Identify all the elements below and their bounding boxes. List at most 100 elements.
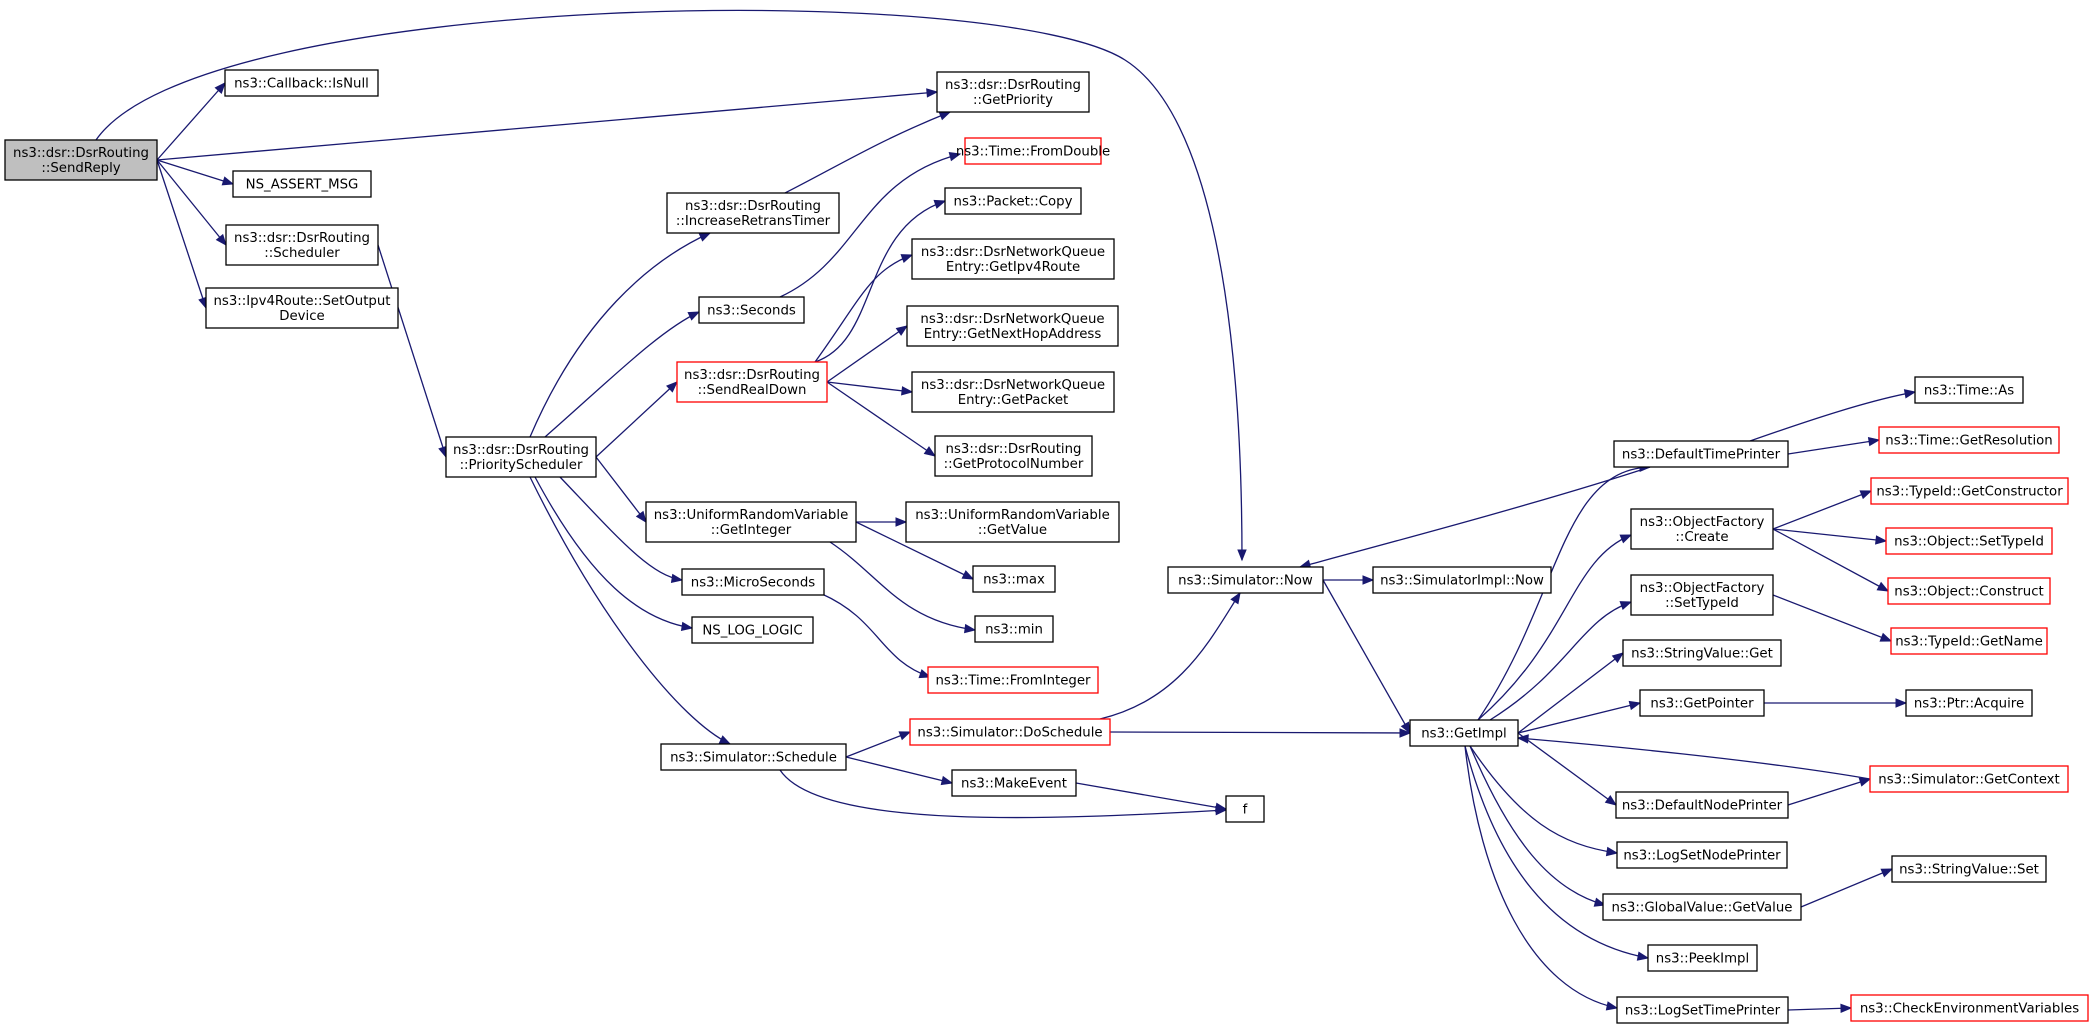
node-min[interactable]: ns3::min bbox=[974, 615, 1054, 643]
node-box bbox=[951, 769, 1077, 797]
node-defnodeprinter[interactable]: ns3::DefaultNodePrinter bbox=[1615, 791, 1789, 819]
node-getpointer[interactable]: ns3::GetPointer bbox=[1639, 689, 1765, 717]
node-getpacket[interactable]: ns3::dsr::DsrNetworkQueueEntry::GetPacke… bbox=[911, 371, 1115, 413]
edge-increaseretrans-to-getpriority bbox=[784, 111, 952, 194]
node-getpriority[interactable]: ns3::dsr::DsrRouting::GetPriority bbox=[936, 71, 1090, 113]
edge-line bbox=[779, 769, 1227, 819]
node-label: Device bbox=[279, 309, 324, 324]
node-urvgetvalue[interactable]: ns3::UniformRandomVariable::GetValue bbox=[905, 501, 1120, 543]
edge-line bbox=[826, 325, 908, 383]
node-checkenv[interactable]: ns3::CheckEnvironmentVariables bbox=[1850, 994, 2089, 1022]
node-increaseretrans[interactable]: ns3::dsr::DsrRouting::IncreaseRetransTim… bbox=[666, 192, 840, 234]
edge-line bbox=[779, 153, 961, 298]
node-box bbox=[681, 568, 825, 596]
node-label: ns3::Time::FromDouble bbox=[956, 145, 1110, 160]
node-box bbox=[911, 371, 1115, 413]
edge-line bbox=[156, 159, 227, 246]
arrowhead bbox=[687, 311, 701, 321]
node-label: ns3::Time::As bbox=[1924, 384, 2014, 399]
node-box bbox=[666, 192, 840, 234]
node-getconstructor[interactable]: ns3::TypeId::GetConstructor bbox=[1870, 477, 2069, 505]
arrowhead bbox=[1605, 846, 1619, 857]
node-getnexthop[interactable]: ns3::dsr::DsrNetworkQueueEntry::GetNextH… bbox=[906, 305, 1119, 347]
node-scheduler[interactable]: ns3::dsr::DsrRouting::Scheduler bbox=[225, 224, 379, 266]
node-label: ns3::dsr::DsrRouting bbox=[684, 368, 820, 383]
node-objsettypeid[interactable]: ns3::Object::SetTypeId bbox=[1885, 527, 2053, 555]
edge-line bbox=[1517, 732, 1617, 806]
node-label: ns3::ObjectFactory bbox=[1640, 515, 1765, 530]
edge-defnodeprinter-to-simgetcontext bbox=[1787, 777, 1872, 806]
node-box bbox=[660, 743, 847, 771]
node-frominteger[interactable]: ns3::Time::FromInteger bbox=[927, 666, 1099, 694]
node-label: ::SendReply bbox=[41, 161, 120, 176]
node-urvgetinteger[interactable]: ns3::UniformRandomVariable::GetInteger bbox=[645, 501, 857, 543]
node-simnow[interactable]: ns3::Simulator::Now bbox=[1167, 566, 1324, 594]
node-logsetnodeprinter[interactable]: ns3::LogSetNodePrinter bbox=[1616, 841, 1788, 869]
node-peekimpl[interactable]: ns3::PeekImpl bbox=[1647, 944, 1758, 972]
node-deftimeprinter[interactable]: ns3::DefaultTimePrinter bbox=[1613, 440, 1789, 468]
node-box bbox=[1914, 376, 2024, 404]
node-box bbox=[1225, 795, 1265, 823]
node-gvgetvalue[interactable]: ns3::GlobalValue::GetValue bbox=[1602, 893, 1802, 921]
node-stringvalueget[interactable]: ns3::StringValue::Get bbox=[1622, 639, 1782, 667]
node-box bbox=[691, 616, 814, 644]
node-box bbox=[927, 666, 1099, 694]
edge-sendrealdown-to-getpacket bbox=[826, 381, 914, 396]
node-doschedule[interactable]: ns3::Simulator::DoSchedule bbox=[909, 718, 1111, 746]
node-makeevent[interactable]: ns3::MakeEvent bbox=[951, 769, 1077, 797]
node-max[interactable]: ns3::max bbox=[972, 565, 1056, 593]
edge-simschedule-to-makeevent bbox=[845, 756, 954, 786]
node-getprotocol[interactable]: ns3::dsr::DsrRouting::GetProtocolNumber bbox=[934, 435, 1093, 477]
node-prioritysched[interactable]: ns3::dsr::DsrRouting::PriorityScheduler bbox=[445, 436, 597, 478]
node-simgetcontext[interactable]: ns3::Simulator::GetContext bbox=[1869, 765, 2069, 793]
node-ptracquire[interactable]: ns3::Ptr::Acquire bbox=[1905, 689, 2033, 717]
arrowhead bbox=[940, 775, 954, 786]
node-label: ns3::Seconds bbox=[707, 304, 796, 319]
node-assertmsg[interactable]: NS_ASSERT_MSG bbox=[232, 170, 372, 198]
edge-line bbox=[544, 311, 700, 438]
node-label: ns3::TypeId::GetName bbox=[1895, 635, 2043, 650]
node-logsettimeprinter[interactable]: ns3::LogSetTimePrinter bbox=[1616, 996, 1789, 1024]
arrowhead bbox=[1628, 700, 1642, 711]
node-cbisnull[interactable]: ns3::Callback::IsNull bbox=[224, 69, 379, 97]
node-sendrealdown[interactable]: ns3::dsr::DsrRouting::SendRealDown bbox=[676, 361, 828, 403]
edge-scheduler-to-prioritysched bbox=[377, 244, 448, 459]
node-label: NS_LOG_LOGIC bbox=[702, 624, 802, 639]
arrowhead bbox=[1840, 1003, 1853, 1014]
node-objfactsettypeid[interactable]: ns3::ObjectFactory::SetTypeId bbox=[1630, 574, 1774, 616]
edge-prioritysched-to-urvgetinteger bbox=[595, 456, 647, 524]
node-box bbox=[909, 718, 1111, 746]
edge-line bbox=[1469, 745, 1606, 906]
edge-sendreply-to-simnow bbox=[95, 9, 1247, 562]
node-nsloglogic[interactable]: NS_LOG_LOGIC bbox=[691, 616, 814, 644]
node-simschedule[interactable]: ns3::Simulator::Schedule bbox=[660, 743, 847, 771]
edge-line bbox=[1299, 466, 1651, 568]
arrowhead bbox=[215, 233, 227, 247]
node-objfactcreate[interactable]: ns3::ObjectFactory::Create bbox=[1630, 508, 1774, 550]
node-simimplnow[interactable]: ns3::SimulatorImpl::Now bbox=[1372, 566, 1552, 594]
arrowhead bbox=[1903, 389, 1917, 399]
node-timeas[interactable]: ns3::Time::As bbox=[1914, 376, 2024, 404]
node-fromdouble[interactable]: ns3::Time::FromDouble bbox=[956, 137, 1110, 165]
node-getipv4route[interactable]: ns3::dsr::DsrNetworkQueueEntry::GetIpv4R… bbox=[911, 238, 1115, 280]
arrowhead bbox=[1604, 795, 1618, 806]
arrowhead bbox=[1619, 534, 1633, 544]
node-label: ns3::ObjectFactory bbox=[1640, 581, 1765, 596]
node-typeidgetname[interactable]: ns3::TypeId::GetName bbox=[1890, 627, 2048, 655]
node-label: ns3::CheckEnvironmentVariables bbox=[1860, 1002, 2079, 1017]
node-getimpl[interactable]: ns3::GetImpl bbox=[1409, 719, 1519, 747]
arrowhead bbox=[895, 325, 909, 336]
node-stringvalueset[interactable]: ns3::StringValue::Set bbox=[1891, 855, 2047, 883]
node-packetcopy[interactable]: ns3::Packet::Copy bbox=[944, 187, 1082, 215]
node-f[interactable]: f bbox=[1225, 795, 1265, 823]
node-objconstruct[interactable]: ns3::Object::Construct bbox=[1887, 577, 2051, 605]
node-seconds[interactable]: ns3::Seconds bbox=[698, 296, 805, 324]
node-getresolution[interactable]: ns3::Time::GetResolution bbox=[1878, 426, 2060, 454]
arrowhead bbox=[1879, 632, 1893, 642]
node-label: f bbox=[1243, 803, 1248, 818]
node-microseconds[interactable]: ns3::MicroSeconds bbox=[681, 568, 825, 596]
node-label: ns3::StringValue::Set bbox=[1899, 863, 2039, 878]
node-label: ns3::UniformRandomVariable bbox=[915, 508, 1110, 523]
